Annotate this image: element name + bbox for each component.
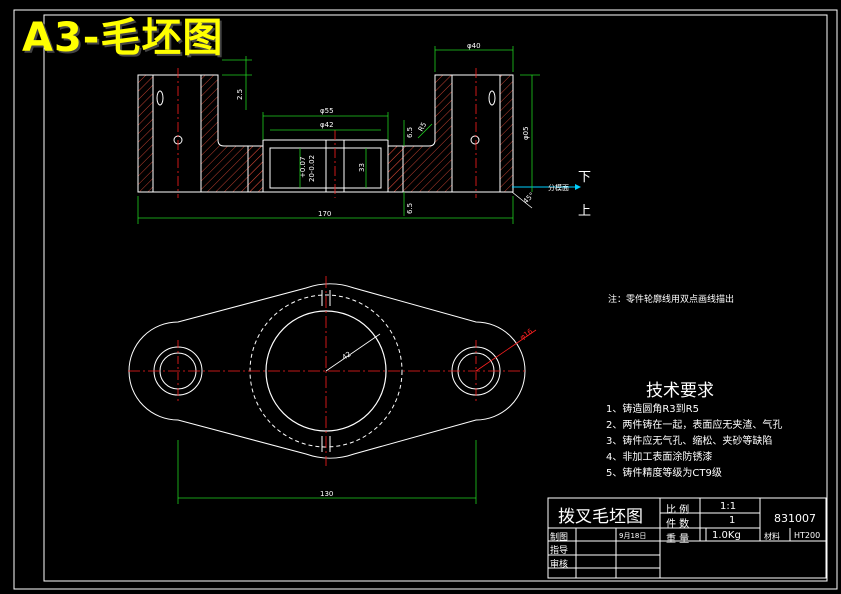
fork-outline [128, 283, 526, 459]
check-label: 指导 [550, 546, 569, 556]
dir-down-label: 下 [578, 170, 592, 185]
section-view [137, 68, 581, 209]
watermark-title: A3-毛坯图 [22, 15, 224, 61]
material-label: 材料 [764, 532, 780, 541]
plan-dims [177, 440, 477, 504]
dim-a45: 45° [522, 191, 536, 205]
dim-v25: 2.5 [236, 89, 244, 100]
dim-d16: φ16 [519, 327, 535, 342]
drawing-number: 831007 [774, 512, 816, 525]
dim-d42: φ42 [320, 121, 334, 129]
requirement-item: 3、铸件应无气孔、缩松、夹砂等缺陷 [606, 436, 773, 447]
count-value: 1 [729, 515, 736, 526]
dim-tol-up: +0.07 [299, 157, 307, 178]
section-dims [137, 46, 540, 224]
scale-label: 比 例 [666, 505, 690, 516]
left-oil-hole [156, 90, 164, 106]
drawn-date: 9月18日 [619, 532, 647, 540]
dim-v65b: 6.5 [406, 203, 414, 214]
dim-r5: R5 [417, 121, 429, 133]
weight-label: 重 量 [666, 534, 690, 545]
dim-v65a: 6.5 [406, 127, 414, 138]
requirement-item: 1、铸造圆角R3到R5 [606, 404, 699, 415]
dim-d05: φ05 [522, 126, 530, 140]
inner-frame [43, 14, 828, 582]
requirement-item: 4、非加工表面涂防锈漆 [606, 452, 713, 463]
dim-r42: 42 [341, 350, 353, 362]
dim-130: 130 [320, 490, 333, 498]
contour-note: 注：零件轮廓线用双点画线描出 [608, 295, 735, 305]
material-value: HT200 [794, 531, 821, 540]
requirements-title: 技术要求 [646, 381, 714, 401]
middle-hatch-left [247, 145, 264, 193]
plan-view [128, 276, 537, 466]
requirement-item: 5、铸件精度等级为CT9级 [606, 468, 722, 479]
requirement-item: 2、两件铸在一起，表面应无夹渣、气孔 [606, 420, 783, 431]
d16-leader [475, 329, 537, 372]
scale-value: 1:1 [720, 501, 737, 512]
review-label: 审核 [550, 560, 569, 570]
parting-label: 分模面 [548, 183, 569, 192]
right-oil-hole [488, 90, 496, 106]
middle-hatch-right [387, 145, 404, 193]
left-bore [152, 74, 202, 193]
r42-leader [325, 333, 381, 372]
weight-value: 1.0Kg [712, 530, 741, 541]
title-block-lines [547, 497, 827, 579]
dim-d40: φ40 [467, 42, 481, 50]
drawn-label: 制图 [550, 533, 569, 543]
right-pin-hole [470, 135, 480, 145]
dim-tol-dn: 20-0.02 [308, 155, 316, 182]
dim-d55: φ55 [320, 107, 334, 115]
dir-up-label: 上 [578, 204, 592, 219]
count-label: 件 数 [666, 519, 690, 530]
outer-frame [13, 9, 838, 590]
drawing-name: 拨叉毛坯图 [558, 507, 643, 527]
dim-v33: 33 [358, 163, 366, 172]
dim-170: 170 [318, 210, 331, 218]
requirements-list: 1、铸造圆角R3到R5 2、两件铸在一起，表面应无夹渣、气孔 3、铸件应无气孔、… [606, 402, 782, 482]
